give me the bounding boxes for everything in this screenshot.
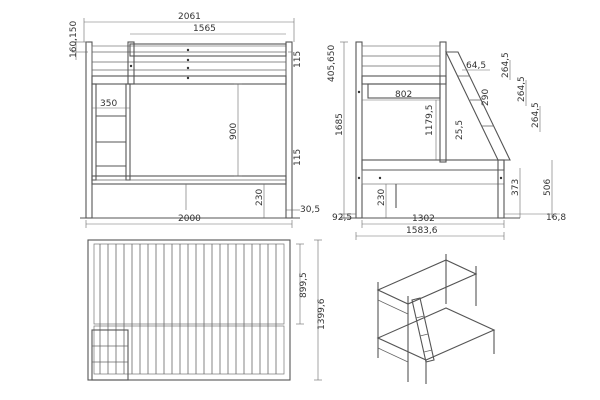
dim-total-height: 1685 (335, 113, 345, 136)
dim-top-lower-width: 1399,6 (317, 298, 327, 330)
iso-lower-frame (376, 307, 496, 361)
side-upper-right-post (439, 41, 447, 163)
dim-right-overhang: 16,8 (546, 213, 566, 223)
dim-step-depth: 64,5 (466, 61, 486, 71)
side-ladder (445, 51, 511, 161)
top-ladder (91, 329, 129, 381)
top-view-dimensions: 899,5 1399,6 (296, 239, 327, 381)
side-view (340, 41, 520, 219)
front-right-post (285, 41, 293, 219)
top-upper-mattress (93, 243, 285, 325)
dim-bunk-spacing: 900 (229, 123, 239, 140)
bolt (129, 64, 133, 68)
bolt (186, 66, 190, 70)
front-left-post (85, 41, 93, 219)
iso-upper-frame (376, 259, 478, 305)
dim-overall-depth: 1583,6 (406, 226, 438, 236)
dim-top-upper-width: 899,5 (299, 272, 309, 298)
front-view-dimensions: 2061 1565 160,150 115 350 900 115 230 30… (69, 12, 320, 228)
front-view (80, 41, 300, 219)
dim-step-offset: 290 (481, 89, 491, 106)
side-view-dimensions: 1685 405,650 802 1179,5 25,5 64,5 264,5 … (327, 41, 566, 240)
dim-step-height-3: 264,5 (531, 102, 541, 128)
dim-left-overhang: 92,5 (332, 213, 352, 223)
side-left-post (355, 41, 363, 219)
upper-guard-rail (129, 43, 287, 57)
ladder-post-top (127, 41, 135, 85)
dim-step-height-1: 264,5 (501, 52, 511, 78)
dim-lower-width: 1302 (412, 214, 435, 224)
dim-overall-width: 2061 (178, 12, 201, 22)
top-view (87, 239, 291, 381)
dim-step-thickness: 25,5 (455, 120, 465, 140)
dim-first-step-height: 373 (511, 179, 521, 196)
side-upper-frame (361, 75, 447, 85)
dim-step-height-2: 264,5 (517, 76, 527, 102)
upper-frame (91, 75, 287, 85)
top-lower-mattress (93, 325, 285, 375)
dim-lower-bed-height: 506 (543, 179, 553, 196)
dim-guard-height-lower: 115 (293, 149, 303, 166)
isometric-view (376, 254, 496, 384)
bolt (186, 48, 190, 52)
top-outer-frame (87, 239, 291, 381)
side-lower-mattress (361, 169, 505, 185)
side-upper-headboard (361, 45, 441, 77)
side-lower-frame (361, 159, 505, 171)
dim-top-offset: 160,150 (69, 21, 79, 58)
dim-side-floor-clearance: 230 (377, 189, 387, 206)
dim-upper-width: 802 (395, 90, 412, 100)
dim-foot-offset: 30,5 (300, 205, 320, 215)
bolt (186, 76, 190, 80)
top-slats (99, 244, 277, 374)
side-upper-rail (367, 83, 441, 99)
dim-guard-height-upper: 115 (293, 51, 303, 68)
dim-ladder-width: 350 (100, 99, 117, 109)
dim-inner-height: 1179,5 (425, 105, 435, 137)
bolt (186, 58, 190, 62)
ladder-left-rail (91, 83, 97, 181)
dim-mattress-length: 2000 (178, 214, 201, 224)
dim-rail-length: 1565 (193, 24, 216, 34)
ladder-right-rail (125, 83, 131, 181)
dim-floor-clearance: 230 (255, 189, 265, 206)
side-right-post (497, 159, 505, 219)
iso-ladder (411, 297, 435, 363)
dim-side-top-offset: 405,650 (327, 45, 337, 82)
